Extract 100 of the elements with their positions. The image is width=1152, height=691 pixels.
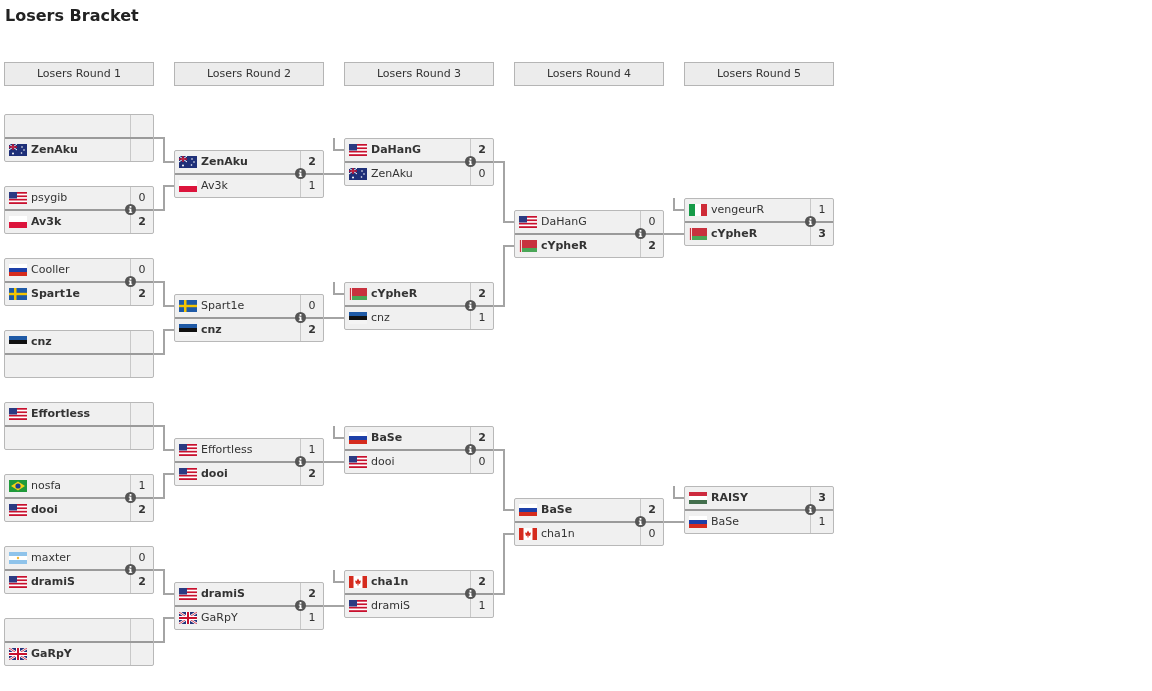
player-name: cYpheR: [541, 239, 588, 253]
player-name: Cooller: [31, 263, 70, 277]
player-name: ZenAku: [31, 143, 78, 157]
score: 1: [817, 203, 827, 217]
player-name: BaSe: [711, 515, 740, 529]
score: 2: [307, 467, 317, 481]
bracket-line: [493, 245, 515, 307]
score: 2: [137, 503, 147, 517]
bracket-line: [673, 485, 685, 499]
bracket-line: [153, 329, 175, 355]
player-name: Av3k: [201, 179, 228, 193]
bracket-line: [153, 473, 175, 499]
match-box: [4, 546, 154, 594]
score: 1: [137, 479, 147, 493]
score: 0: [137, 191, 147, 205]
match-box: [684, 486, 834, 534]
player-name: psygib: [31, 191, 68, 205]
score: 3: [817, 491, 827, 505]
player-name: cha1n: [541, 527, 575, 541]
player-name: Spart1e: [31, 287, 81, 301]
bracket-line: [153, 281, 175, 307]
player-name: ZenAku: [371, 167, 413, 181]
round-header: Losers Round 4: [514, 62, 664, 86]
score: 0: [647, 527, 657, 541]
score: 1: [477, 599, 487, 613]
match-box: [4, 330, 154, 378]
bracket-line: [153, 569, 175, 595]
match-box: [4, 474, 154, 522]
player-name: RAISY: [711, 491, 748, 505]
bracket-line: [333, 137, 345, 151]
player-name: cnz: [371, 311, 390, 325]
bracket-line: [333, 281, 345, 295]
title: Losers Bracket: [5, 6, 139, 26]
player-name: dooi: [371, 455, 395, 469]
player-name: BaSe: [541, 503, 573, 517]
bracket-line: [153, 425, 175, 451]
match-box: [4, 402, 154, 450]
match-box: [344, 282, 494, 330]
bracket-line: [323, 317, 345, 319]
score: 0: [647, 215, 657, 229]
score: 2: [647, 503, 657, 517]
player-name: BaSe: [371, 431, 403, 445]
bracket-line: [153, 137, 175, 163]
round-header: Losers Round 5: [684, 62, 834, 86]
score: 2: [307, 587, 317, 601]
score: 2: [137, 575, 147, 589]
player-name: Av3k: [31, 215, 62, 229]
bracket-line: [333, 425, 345, 439]
match-box: [344, 570, 494, 618]
player-name: cnz: [31, 335, 52, 349]
score: 3: [817, 227, 827, 241]
score: 2: [307, 155, 317, 169]
score: 2: [647, 239, 657, 253]
player-name: DaHanG: [371, 143, 422, 157]
score: 1: [477, 311, 487, 325]
player-name: nosfa: [31, 479, 62, 493]
player-name: cha1n: [371, 575, 409, 589]
score: 0: [137, 263, 147, 277]
player-name: dooi: [31, 503, 58, 517]
bracket-line: [323, 605, 345, 607]
match-box: [4, 258, 154, 306]
player-name: GaRpY: [31, 647, 72, 661]
player-name: ZenAku: [201, 155, 248, 169]
bracket-line: [673, 197, 685, 211]
player-name: maxter: [31, 551, 71, 565]
score: 2: [137, 215, 147, 229]
match-box: [174, 294, 324, 342]
score: 2: [137, 287, 147, 301]
score: 1: [307, 443, 317, 457]
match-box: [514, 498, 664, 546]
player-name: cYpheR: [371, 287, 418, 301]
bracket-line: [323, 173, 345, 175]
match-box: [174, 150, 324, 198]
score: 2: [477, 287, 487, 301]
player-name: dramiS: [31, 575, 75, 589]
match-box: [684, 198, 834, 246]
score: 2: [477, 431, 487, 445]
player-name: DaHanG: [541, 215, 587, 229]
player-name: dooi: [201, 467, 228, 481]
round-header: Losers Round 1: [4, 62, 154, 86]
bracket-line: [153, 185, 175, 211]
score: 2: [477, 143, 487, 157]
bracket-line: [663, 233, 685, 235]
bracket-line: [323, 461, 345, 463]
match-box: [344, 138, 494, 186]
player-name: Effortless: [201, 443, 253, 457]
score: 1: [307, 611, 317, 625]
round-header: Losers Round 3: [344, 62, 494, 86]
bracket-line: [333, 569, 345, 583]
bracket-line: [493, 161, 515, 223]
bracket-line: [493, 449, 515, 511]
player-name: vengeurR: [711, 203, 765, 217]
player-name: Effortless: [31, 407, 90, 421]
bracket-line: [153, 617, 175, 643]
score: 1: [817, 515, 827, 529]
player-name: GaRpY: [201, 611, 238, 625]
bracket-line: [663, 521, 685, 523]
match-box: [174, 582, 324, 630]
match-box: [514, 210, 664, 258]
score: 0: [307, 299, 317, 313]
